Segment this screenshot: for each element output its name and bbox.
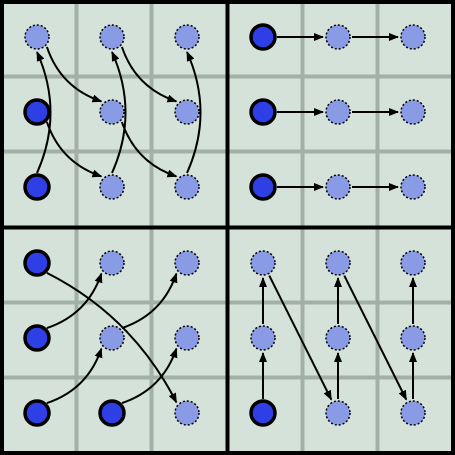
nodes <box>249 23 426 201</box>
secondary-node <box>400 24 426 50</box>
secondary-node <box>99 325 125 351</box>
panel-top-left <box>2 2 227 227</box>
secondary-node <box>174 325 200 351</box>
secondary-node <box>400 400 426 426</box>
secondary-node <box>99 99 125 125</box>
panel-bottom-left <box>2 228 227 453</box>
secondary-node <box>24 24 50 50</box>
primary-node <box>249 173 277 201</box>
primary-node <box>249 23 277 51</box>
secondary-node <box>99 174 125 200</box>
secondary-node <box>174 400 200 426</box>
primary-node <box>23 399 51 427</box>
secondary-node <box>99 24 125 50</box>
primary-node <box>98 399 126 427</box>
arrow <box>46 347 103 405</box>
panel-bottom-right <box>228 228 453 453</box>
arrow <box>343 275 408 401</box>
secondary-node <box>400 99 426 125</box>
nodes <box>23 249 200 427</box>
primary-node <box>249 399 277 427</box>
secondary-node <box>174 250 200 276</box>
secondary-node <box>325 400 351 426</box>
arrows <box>36 46 202 178</box>
secondary-node <box>325 99 351 125</box>
secondary-node <box>325 24 351 50</box>
secondary-node <box>99 250 125 276</box>
nodes <box>249 250 426 427</box>
arrow <box>111 51 127 174</box>
secondary-node <box>325 174 351 200</box>
arrow <box>121 347 178 405</box>
secondary-node <box>174 99 200 125</box>
arrows <box>259 275 417 401</box>
arrow <box>45 46 103 103</box>
secondary-node <box>400 174 426 200</box>
secondary-node <box>400 325 426 351</box>
primary-node <box>23 324 51 352</box>
secondary-node <box>174 174 200 200</box>
secondary-node <box>174 24 200 50</box>
secondary-node <box>400 250 426 276</box>
arrow <box>120 46 178 103</box>
primary-node <box>23 98 51 126</box>
primary-node <box>249 98 277 126</box>
arrow <box>121 272 178 330</box>
secondary-node <box>250 325 276 351</box>
arrow <box>268 275 333 401</box>
arrows <box>46 272 178 405</box>
arrow <box>46 272 103 330</box>
primary-node <box>23 173 51 201</box>
arrow <box>186 51 202 174</box>
secondary-node <box>325 325 351 351</box>
secondary-node <box>250 250 276 276</box>
arrows <box>277 33 399 191</box>
nodes <box>23 24 200 201</box>
secondary-node <box>325 250 351 276</box>
primary-node <box>23 249 51 277</box>
panel-top-right <box>228 2 453 227</box>
